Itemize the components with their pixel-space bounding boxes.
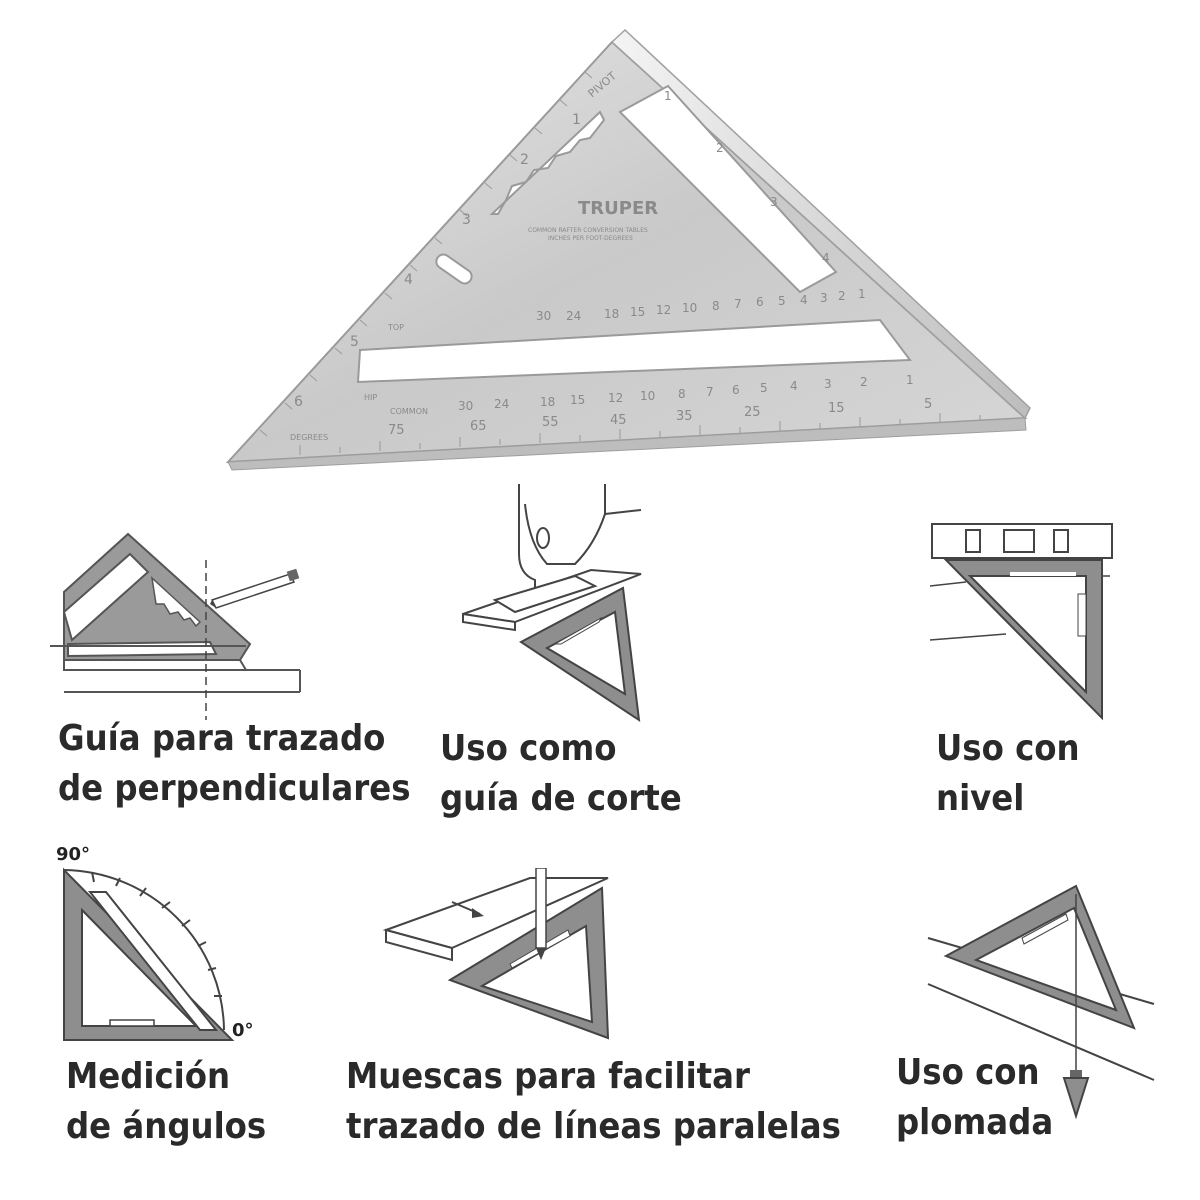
panel-cutting-guide bbox=[455, 484, 655, 724]
plumb-bob-icon bbox=[1062, 1070, 1090, 1120]
pencil-icon bbox=[535, 868, 547, 960]
hip-label: HIP bbox=[364, 393, 377, 402]
svg-text:6: 6 bbox=[756, 295, 764, 309]
svg-text:2: 2 bbox=[860, 375, 868, 389]
plumb-bob-illustration bbox=[927, 884, 1155, 1120]
table-heading-1: COMMON RAFTER CONVERSION TABLES bbox=[528, 227, 648, 234]
top-label: TOP bbox=[387, 323, 404, 332]
svg-text:12: 12 bbox=[608, 391, 623, 405]
panel-perpendicular-guide bbox=[50, 520, 390, 720]
svg-text:7: 7 bbox=[706, 385, 714, 399]
svg-text:10: 10 bbox=[682, 301, 697, 315]
hypotenuse-scale: 1 2 3 4 bbox=[664, 89, 830, 265]
svg-text:24: 24 bbox=[566, 309, 581, 323]
pencil-icon bbox=[210, 568, 300, 609]
panel-angle-measurement: 90° 0° bbox=[46, 840, 276, 1045]
lower-rafter-scale: 30 24 18 15 12 10 8 7 6 5 4 3 2 1 bbox=[458, 373, 914, 413]
svg-text:15: 15 bbox=[570, 393, 585, 407]
brand-logo: TRUPER bbox=[578, 198, 658, 219]
panel-parallel-notches bbox=[380, 868, 620, 1053]
angle-bottom-label: 0° bbox=[232, 1020, 254, 1041]
svg-text:30: 30 bbox=[536, 309, 551, 323]
svg-text:65: 65 bbox=[470, 419, 487, 434]
svg-text:1: 1 bbox=[572, 112, 581, 128]
caption-angle-measurement: Medición de ángulos bbox=[66, 1056, 267, 1147]
svg-text:4: 4 bbox=[404, 272, 413, 288]
svg-text:1: 1 bbox=[664, 89, 672, 103]
cutting-guide-illustration bbox=[462, 484, 642, 723]
svg-text:7: 7 bbox=[734, 297, 742, 311]
angle-measurement-illustration: 90° 0° bbox=[56, 844, 254, 1041]
svg-text:30: 30 bbox=[458, 399, 473, 413]
table-heading-2: INCHES PER FOOT-DEGREES bbox=[548, 235, 633, 242]
parallel-notches-illustration bbox=[382, 868, 610, 1040]
svg-text:5: 5 bbox=[924, 397, 932, 412]
svg-text:24: 24 bbox=[494, 397, 509, 411]
svg-text:2: 2 bbox=[520, 152, 529, 168]
caption-perpendicular-guide: Guía para trazado de perpendiculares bbox=[58, 718, 411, 809]
common-label: COMMON bbox=[390, 407, 428, 416]
svg-text:8: 8 bbox=[678, 387, 686, 401]
svg-text:3: 3 bbox=[824, 377, 832, 391]
svg-text:6: 6 bbox=[294, 394, 303, 410]
svg-text:6: 6 bbox=[732, 383, 740, 397]
svg-text:3: 3 bbox=[770, 195, 778, 209]
svg-text:45: 45 bbox=[610, 413, 627, 428]
inch-scale: 1 2 3 4 5 6 bbox=[294, 112, 581, 410]
upper-rafter-scale: 30 24 18 15 12 10 8 7 6 5 4 3 2 1 bbox=[536, 287, 866, 323]
svg-text:5: 5 bbox=[760, 381, 768, 395]
spirit-level-icon bbox=[931, 523, 1113, 559]
svg-text:75: 75 bbox=[388, 423, 405, 438]
svg-text:18: 18 bbox=[604, 307, 619, 321]
svg-text:55: 55 bbox=[542, 415, 559, 430]
svg-text:2: 2 bbox=[838, 289, 846, 303]
svg-text:4: 4 bbox=[800, 293, 808, 307]
svg-text:18: 18 bbox=[540, 395, 555, 409]
caption-plumb-bob: Uso con plomada bbox=[896, 1052, 1054, 1143]
svg-text:25: 25 bbox=[744, 405, 761, 420]
svg-text:8: 8 bbox=[712, 299, 720, 313]
caption-with-level: Uso con nivel bbox=[936, 728, 1080, 819]
svg-text:15: 15 bbox=[630, 305, 645, 319]
degree-scale: 75 65 55 45 35 25 15 5 bbox=[388, 397, 932, 438]
level-illustration bbox=[929, 523, 1113, 721]
perpendicular-guide-illustration bbox=[50, 532, 301, 720]
panel-with-level bbox=[926, 516, 1126, 726]
svg-text:3: 3 bbox=[462, 212, 471, 228]
rafter-square-illustration: TRUPER COMMON RAFTER CONVERSION TABLES I… bbox=[0, 0, 1200, 480]
caption-cutting-guide: Uso como guía de corte bbox=[440, 728, 682, 819]
panel-plumb-bob bbox=[926, 880, 1156, 1130]
angle-top-label: 90° bbox=[56, 844, 90, 865]
svg-text:2: 2 bbox=[716, 141, 724, 155]
svg-text:4: 4 bbox=[790, 379, 798, 393]
svg-text:5: 5 bbox=[350, 334, 359, 350]
caption-parallel-notches: Muescas para facilitar trazado de líneas… bbox=[346, 1056, 841, 1147]
svg-text:35: 35 bbox=[676, 409, 693, 424]
svg-text:4: 4 bbox=[822, 251, 830, 265]
svg-text:3: 3 bbox=[820, 291, 828, 305]
degrees-label: DEGREES bbox=[290, 433, 328, 442]
svg-text:5: 5 bbox=[778, 294, 786, 308]
svg-text:10: 10 bbox=[640, 389, 655, 403]
svg-text:1: 1 bbox=[906, 373, 914, 387]
svg-text:15: 15 bbox=[828, 401, 845, 416]
svg-text:12: 12 bbox=[656, 303, 671, 317]
svg-text:1: 1 bbox=[858, 287, 866, 301]
